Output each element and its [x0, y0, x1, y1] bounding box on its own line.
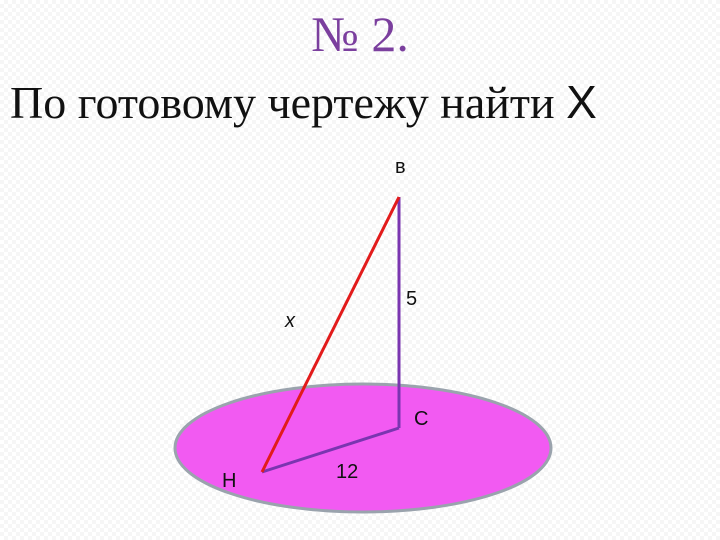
segment-label-bc: 5: [406, 288, 417, 310]
title-variable: Х: [566, 76, 597, 128]
slide-number: № 2.: [311, 6, 409, 62]
plane-ellipse: [173, 382, 553, 514]
point-label-h: Н: [222, 470, 236, 492]
title-text: По готовому чертежу найти: [10, 77, 555, 128]
slide-title: По готовому чертежу найти Х: [10, 72, 720, 133]
segment-label-hc: 12: [336, 461, 358, 483]
segment-hc: [261, 426, 400, 474]
segment-bh: [260, 196, 401, 473]
point-label-b: в: [395, 156, 406, 178]
point-label-c: С: [414, 408, 428, 430]
segment-label-bh: x: [284, 310, 296, 332]
